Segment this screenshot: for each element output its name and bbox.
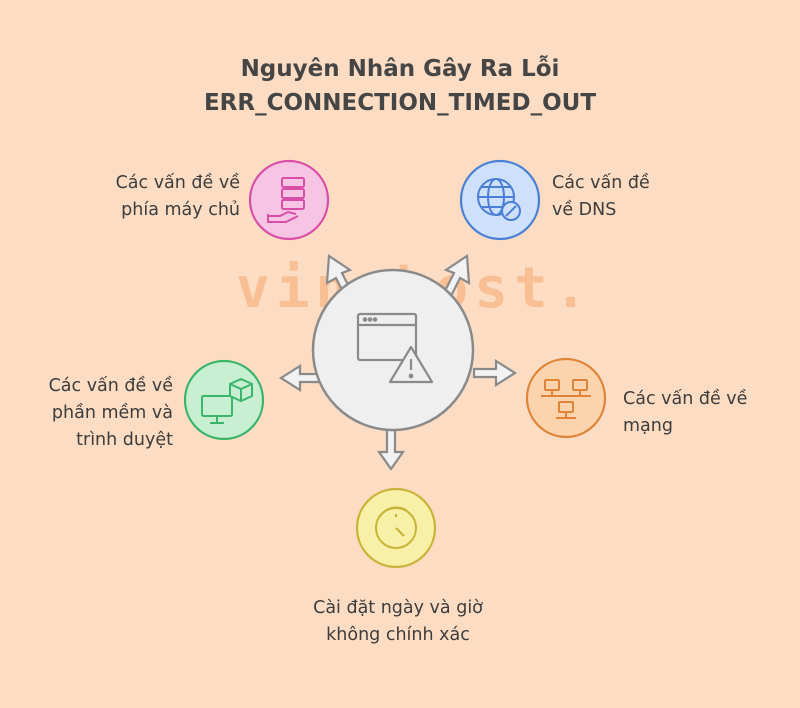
network-computers-icon (541, 379, 591, 419)
server-label-line-2: phía máy chủ (121, 200, 240, 220)
network-node (525, 357, 607, 439)
dns-node (459, 159, 541, 241)
browser-warning-icon (356, 312, 434, 384)
diagram-title: Nguyên Nhân Gây Ra Lỗi ERR_CONNECTION_TI… (0, 52, 800, 120)
title-line-2: ERR_CONNECTION_TIMED_OUT (203, 90, 597, 116)
datetime-node (355, 487, 437, 569)
network-label-line-1: Các vấn đề về (623, 389, 748, 409)
clock-icon (375, 506, 417, 549)
server-node (248, 159, 330, 241)
server-label-line-1: Các vấn đề về (115, 173, 240, 193)
globe-broken-link-icon (477, 178, 521, 221)
dns-label: Các vấn đề về DNS (552, 170, 650, 224)
server-hand-icon (267, 177, 305, 223)
software-label: Các vấn đề về phần mềm và trình duyệt (49, 373, 173, 454)
center-node (311, 268, 475, 432)
monitor-cube-icon (201, 377, 253, 424)
datetime-label-line-2: không chính xác (326, 625, 470, 645)
network-label-line-2: mạng (623, 416, 673, 436)
software-label-line-3: trình duyệt (76, 430, 173, 450)
arrow-to-datetime (376, 428, 406, 471)
server-label: Các vấn đề về phía máy chủ (116, 170, 240, 224)
datetime-label-line-1: Cài đặt ngày và giờ (313, 598, 483, 618)
software-label-line-1: Các vấn đề về (48, 376, 173, 396)
title-line-1: Nguyên Nhân Gây Ra Lỗi (240, 56, 560, 82)
software-label-line-2: phần mềm và (51, 403, 173, 423)
software-node (183, 359, 265, 441)
datetime-label: Cài đặt ngày và giờ không chính xác (250, 595, 546, 649)
dns-label-line-1: Các vấn đề (552, 173, 650, 193)
network-label: Các vấn đề về mạng (623, 386, 747, 440)
arrow-to-network (472, 359, 518, 387)
dns-label-line-2: về DNS (552, 200, 617, 220)
